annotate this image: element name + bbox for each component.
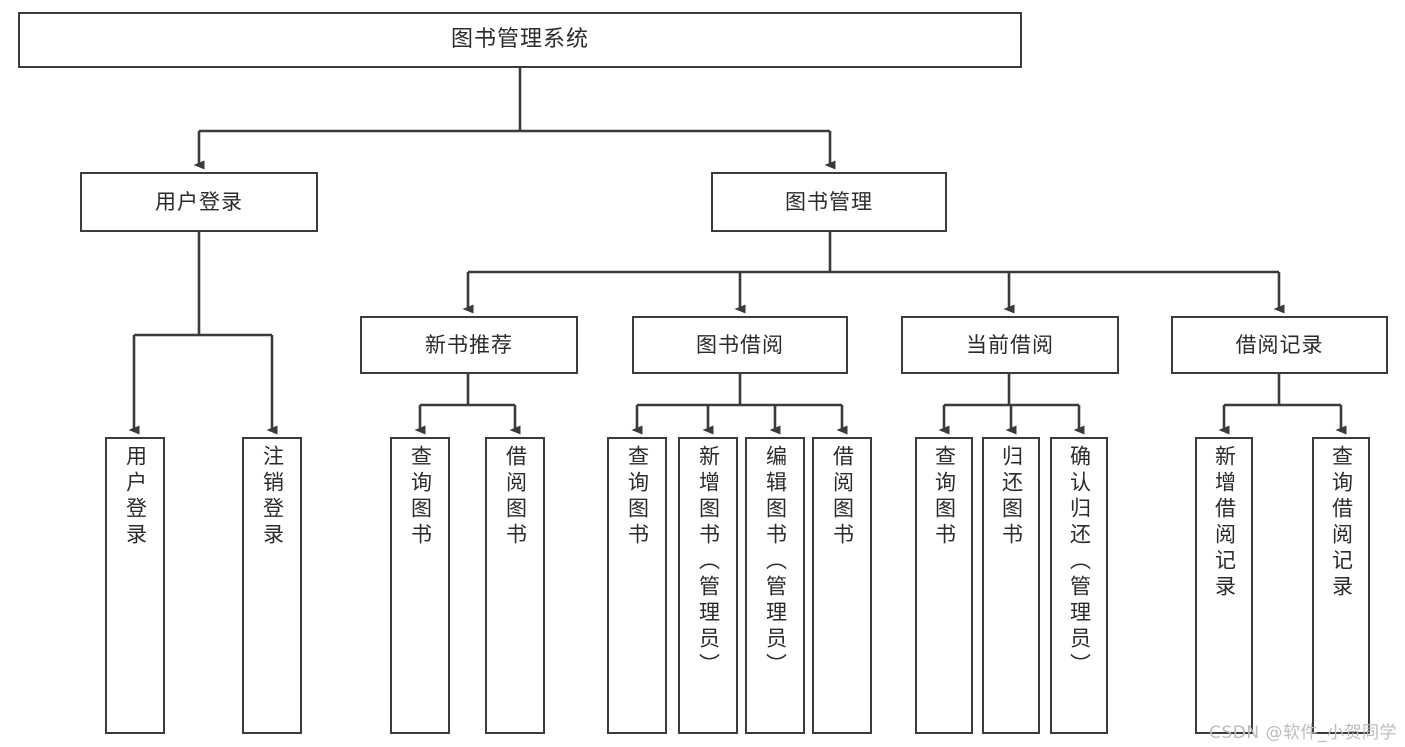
csdn-watermark: CSDN @软件_小贺同学 — [1209, 723, 1397, 743]
node-label: 归还图书 — [999, 445, 1024, 549]
node-leaf-rec-add-record[interactable]: 新增借阅记录 — [1195, 437, 1253, 734]
node-book-borrow[interactable]: 图书借阅 — [632, 316, 848, 374]
node-label: 借阅图书 — [503, 445, 528, 549]
node-leaf-cur-confirm-return[interactable]: 确认归还（管理员） — [1050, 437, 1108, 734]
node-label: 查询图书 — [932, 445, 957, 549]
node-label: 编辑图书（管理员） — [763, 445, 788, 679]
node-label: 图书管理 — [785, 189, 873, 214]
node-borrow-record[interactable]: 借阅记录 — [1171, 316, 1388, 374]
node-label: 查询借阅记录 — [1329, 445, 1354, 601]
node-user-login[interactable]: 用户登录 — [80, 172, 318, 232]
node-leaf-rec-query-record[interactable]: 查询借阅记录 — [1312, 437, 1370, 734]
node-leaf-user-login[interactable]: 用户登录 — [105, 437, 165, 734]
node-label: 用户登录 — [155, 189, 243, 214]
node-leaf-cur-return-book[interactable]: 归还图书 — [982, 437, 1040, 734]
node-label: 确认归还（管理员） — [1067, 445, 1092, 679]
node-label: 图书借阅 — [696, 332, 784, 357]
node-book-manage[interactable]: 图书管理 — [711, 172, 947, 232]
node-label: 图书管理系统 — [450, 27, 589, 53]
node-leaf-user-logout[interactable]: 注销登录 — [242, 437, 302, 734]
node-leaf-borrow-query-book[interactable]: 查询图书 — [607, 437, 667, 734]
node-leaf-rec-query-book[interactable]: 查询图书 — [390, 437, 450, 734]
node-root-system[interactable]: 图书管理系统 — [18, 12, 1022, 68]
node-label: 新增借阅记录 — [1212, 445, 1237, 601]
node-label: 借阅记录 — [1235, 332, 1324, 357]
node-leaf-borrow-edit-book[interactable]: 编辑图书（管理员） — [745, 437, 805, 734]
node-label: 用户登录 — [123, 445, 148, 549]
node-current-borrow[interactable]: 当前借阅 — [901, 316, 1119, 374]
node-leaf-borrow-add-book[interactable]: 新增图书（管理员） — [678, 437, 738, 734]
node-label: 借阅图书 — [830, 445, 855, 549]
node-label: 注销登录 — [260, 445, 285, 549]
node-label: 查询图书 — [625, 445, 650, 549]
node-label: 当前借阅 — [966, 332, 1054, 357]
node-leaf-cur-query-book[interactable]: 查询图书 — [915, 437, 973, 734]
node-label: 新增图书（管理员） — [696, 445, 721, 679]
node-new-book-rec[interactable]: 新书推荐 — [360, 316, 578, 374]
node-leaf-borrow-lend-book[interactable]: 借阅图书 — [812, 437, 872, 734]
node-label: 查询图书 — [408, 445, 433, 549]
node-label: 新书推荐 — [425, 332, 513, 357]
node-leaf-rec-borrow-book[interactable]: 借阅图书 — [485, 437, 545, 734]
